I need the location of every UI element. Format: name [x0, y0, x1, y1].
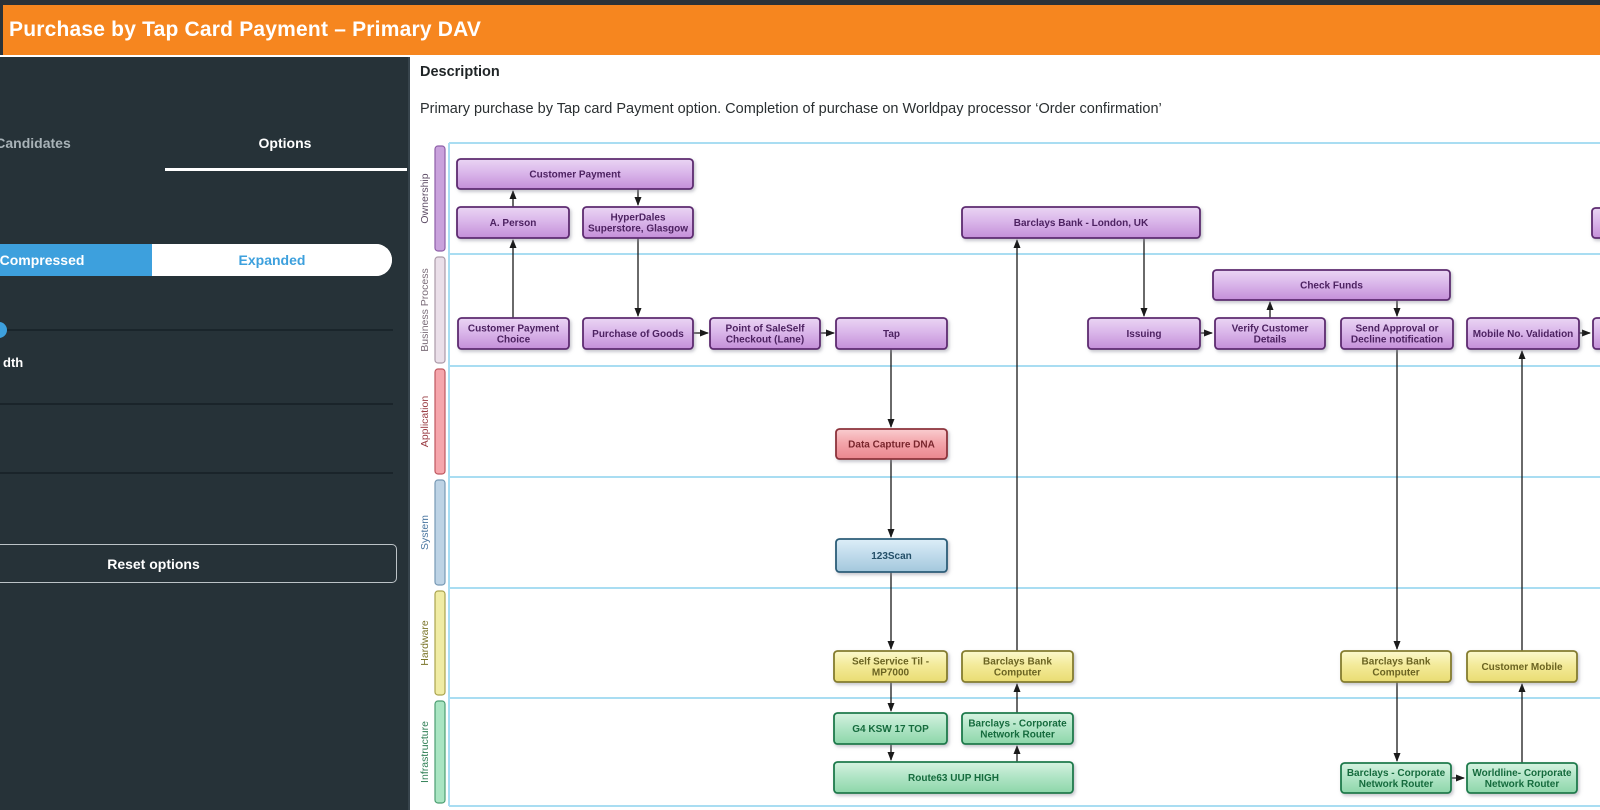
lane-label-business-process: Business Process: [419, 268, 431, 351]
node-customer-mobile[interactable]: Customer Mobile: [1466, 650, 1578, 683]
node-a-person[interactable]: A. Person: [456, 206, 570, 239]
node-route63-uup-high[interactable]: Route63 UUP HIGH: [833, 761, 1074, 794]
window-top-strip: [0, 0, 1600, 5]
lane-bar-ownership: [434, 145, 446, 252]
app-header: Purchase by Tap Card Payment – Primary D…: [0, 5, 1600, 55]
node-label: A. Person: [490, 218, 537, 229]
node-barclays-bank-london-uk[interactable]: Barclays Bank - London, UK: [961, 206, 1201, 239]
lane-bar-system: [434, 479, 446, 586]
compressed-expanded-toggle[interactable]: Compressed Expanded: [0, 244, 392, 276]
tab-options[interactable]: Options: [258, 135, 312, 151]
lane-label-hardware: Hardware: [419, 620, 431, 666]
lane-label-infrastructure: Infrastructure: [419, 721, 431, 783]
node-label: G4 KSW 17 TOP: [852, 724, 929, 735]
active-tab-underline: [165, 168, 407, 171]
toggle-option-expanded[interactable]: Expanded: [152, 244, 392, 276]
node-g4-ksw-17-top[interactable]: G4 KSW 17 TOP: [833, 712, 948, 745]
toggle-option-compressed[interactable]: Compressed: [0, 244, 152, 276]
description-heading: Description: [420, 64, 500, 80]
node-label: Mobile No. Validation: [1473, 329, 1574, 340]
sidebar-divider: [0, 403, 393, 405]
lane-label-application: Application: [419, 396, 431, 448]
options-sidebar: Candidates Options Compressed Expanded d…: [0, 57, 410, 810]
lane-bar-hardware: [434, 590, 446, 696]
lane-bar-business-process: [434, 256, 446, 364]
width-slider-label: dth: [3, 355, 24, 370]
node-issuing[interactable]: Issuing: [1087, 317, 1201, 350]
description-text: Primary purchase by Tap card Payment opt…: [420, 101, 1162, 117]
node-self-service-til-mp7000[interactable]: Self Service Til -MP7000: [833, 650, 948, 683]
node-label: Barclays Bank - London, UK: [1014, 218, 1149, 229]
node-purchase-of-goods[interactable]: Purchase of Goods: [582, 317, 694, 350]
node-label: Route63 UUP HIGH: [908, 773, 999, 784]
sidebar-divider: [0, 472, 393, 474]
node-tap[interactable]: Tap: [835, 317, 948, 350]
lane-label-ownership: Ownership: [419, 173, 431, 223]
lane-bar-application: [434, 368, 446, 475]
page-title: Purchase by Tap Card Payment – Primary D…: [9, 18, 482, 41]
lane-label-system: System: [419, 515, 431, 550]
node-label: Data Capture DNA: [848, 440, 935, 451]
width-slider-track[interactable]: [0, 329, 393, 331]
node-label: Check Funds: [1300, 281, 1363, 292]
tab-candidates[interactable]: Candidates: [0, 135, 71, 151]
node-ownership-clipped-box[interactable]: [1591, 207, 1600, 239]
node-mobile-no-validation[interactable]: Mobile No. Validation: [1466, 317, 1580, 350]
node-label: Customer Mobile: [1481, 662, 1563, 673]
node-customer-payment[interactable]: Customer Payment: [456, 158, 694, 190]
lane-bar-infrastructure: [434, 700, 446, 804]
reset-options-button[interactable]: Reset options: [0, 544, 397, 583]
node-data-capture-dna[interactable]: Data Capture DNA: [835, 428, 948, 460]
node-123scan[interactable]: 123Scan: [835, 538, 948, 573]
node-label: 123Scan: [871, 551, 912, 562]
node-check-funds[interactable]: Check Funds: [1212, 269, 1451, 301]
width-slider-knob[interactable]: [0, 322, 7, 338]
node-label: Customer Payment: [529, 170, 621, 181]
node-label: Self Service Til -MP7000: [852, 657, 929, 679]
node-label: Issuing: [1126, 329, 1161, 340]
node-label: Purchase of Goods: [592, 329, 684, 340]
node-label: Tap: [883, 329, 900, 340]
node-business-process-clipped-box[interactable]: [1592, 317, 1600, 350]
